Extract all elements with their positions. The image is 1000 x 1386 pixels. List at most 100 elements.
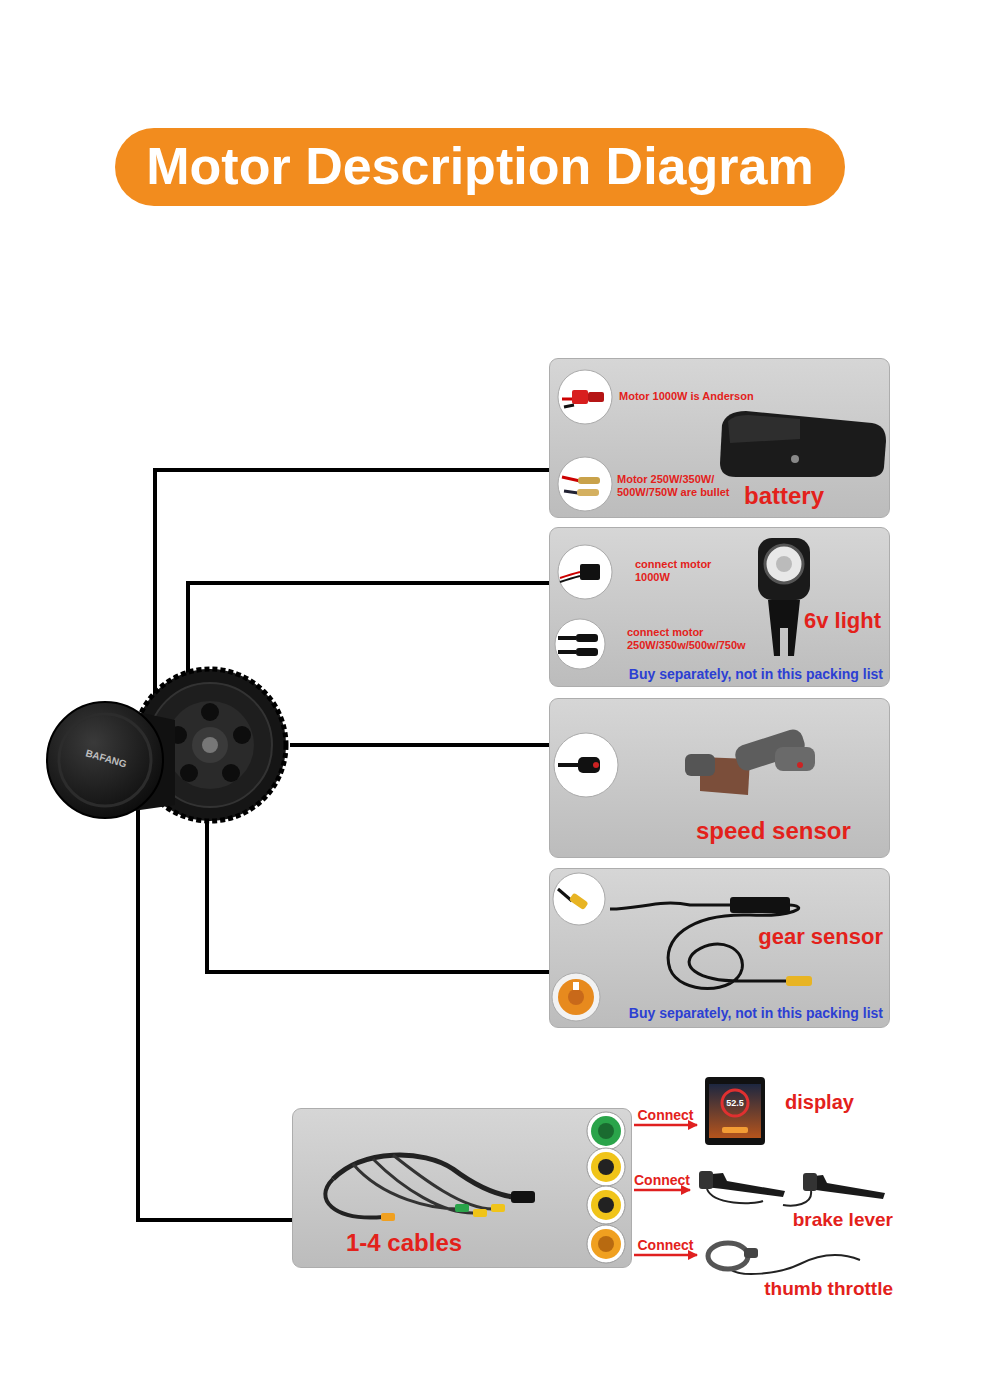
display-reading: 52.5 bbox=[726, 1098, 744, 1108]
art-shape bbox=[555, 619, 605, 669]
wire-line bbox=[290, 743, 549, 747]
connector-note: connect motor 1000W bbox=[635, 558, 719, 583]
art-shape bbox=[568, 989, 584, 1005]
art-shape bbox=[598, 1236, 614, 1252]
art-shape bbox=[192, 727, 228, 763]
art-shape bbox=[558, 979, 594, 1015]
art-shape bbox=[569, 893, 589, 911]
art-shape bbox=[564, 405, 574, 407]
art-shape bbox=[580, 564, 600, 580]
art-shape bbox=[578, 757, 600, 773]
art-shape bbox=[786, 976, 812, 986]
part-name: gear sensor bbox=[758, 924, 883, 949]
title-pill: Motor Description Diagram bbox=[115, 128, 845, 206]
art-shape bbox=[558, 545, 612, 599]
art-shape bbox=[201, 703, 219, 721]
art-shape bbox=[560, 576, 580, 582]
art-shape bbox=[765, 545, 803, 583]
art-shape bbox=[701, 1173, 785, 1197]
art-shape bbox=[776, 556, 792, 572]
connect-arrow bbox=[634, 1254, 697, 1257]
throttle-item: thumb throttle bbox=[700, 1238, 895, 1303]
art-shape bbox=[699, 1171, 713, 1189]
art-shape bbox=[591, 1190, 621, 1220]
battery-panel: Motor 1000W is AndersonMotor 250W/350W/ … bbox=[549, 358, 890, 518]
art-shape bbox=[511, 1191, 535, 1203]
part-name: thumb throttle bbox=[764, 1278, 893, 1300]
purchase-note: Buy separately, not in this packing list bbox=[629, 1005, 883, 1021]
cable-panel: 1-4 cables bbox=[292, 1108, 632, 1268]
wire-line bbox=[155, 470, 549, 665]
part-name: speed sensor bbox=[696, 817, 851, 845]
art-shape bbox=[572, 390, 588, 404]
edge-label: Connect bbox=[638, 1237, 694, 1253]
edge-label: Connect bbox=[638, 1107, 694, 1123]
art-shape bbox=[558, 457, 612, 511]
wire-line bbox=[188, 583, 549, 665]
art-shape bbox=[587, 1225, 625, 1263]
art-shape bbox=[591, 1152, 621, 1182]
art-shape bbox=[558, 889, 572, 901]
art-shape bbox=[577, 489, 599, 496]
part-name: 1-4 cables bbox=[346, 1229, 462, 1257]
art-shape bbox=[598, 1159, 614, 1175]
art-shape bbox=[797, 762, 803, 768]
art-shape bbox=[728, 415, 800, 443]
part-name: brake lever bbox=[793, 1209, 893, 1231]
art-shape bbox=[233, 726, 251, 744]
art-shape bbox=[59, 714, 151, 806]
art-shape bbox=[558, 638, 576, 652]
art-shape bbox=[381, 1213, 395, 1221]
art-shape bbox=[587, 1186, 625, 1224]
connect-arrow bbox=[634, 1189, 690, 1192]
connect-arrow bbox=[634, 1124, 697, 1127]
art-shape bbox=[558, 763, 578, 767]
art-shape bbox=[47, 702, 163, 818]
brake-lever-item: brake lever bbox=[693, 1165, 895, 1235]
art-shape bbox=[222, 764, 240, 782]
gear-sensor-panel: gear sensorBuy separately, not in this p… bbox=[549, 868, 890, 1028]
part-name: display bbox=[785, 1091, 854, 1114]
art-shape bbox=[768, 600, 800, 656]
art-shape bbox=[587, 1112, 625, 1150]
art-shape bbox=[591, 1116, 621, 1146]
art-shape bbox=[708, 1243, 748, 1269]
edge-label: Connect bbox=[634, 1172, 690, 1188]
purchase-note: Buy separately, not in this packing list bbox=[629, 666, 883, 682]
art-shape bbox=[562, 398, 572, 401]
art-shape bbox=[578, 477, 600, 484]
art-shape bbox=[598, 1123, 614, 1139]
connector-note: connect motor 250W/350w/500w/750w bbox=[627, 626, 751, 651]
cable-harness-art bbox=[293, 1109, 633, 1269]
art-shape bbox=[558, 370, 612, 424]
art-shape bbox=[758, 538, 810, 600]
title-text: Motor Description Diagram bbox=[146, 138, 813, 195]
art-shape bbox=[722, 1127, 748, 1133]
art-shape bbox=[588, 392, 604, 402]
art-shape bbox=[744, 1248, 758, 1258]
part-name: battery bbox=[744, 482, 824, 510]
display-item: display bbox=[700, 1075, 865, 1148]
art-shape bbox=[705, 1077, 765, 1145]
art-shape bbox=[593, 762, 599, 768]
art-shape bbox=[573, 982, 579, 990]
art-shape bbox=[552, 973, 600, 1021]
art-shape bbox=[576, 634, 598, 642]
connector-note: Motor 250W/350W/ 500W/750W are bullet bbox=[617, 473, 741, 498]
art-shape bbox=[775, 747, 815, 771]
art-shape bbox=[562, 477, 580, 481]
art-shape bbox=[564, 491, 578, 493]
motor-unit: BAFANG bbox=[45, 665, 290, 835]
art-shape bbox=[455, 1204, 469, 1212]
art-shape bbox=[598, 1197, 614, 1213]
connector-note: Motor 1000W is Anderson bbox=[619, 390, 754, 403]
art-shape bbox=[591, 1229, 621, 1259]
art-shape bbox=[491, 1204, 505, 1212]
wire-line bbox=[138, 835, 292, 1220]
art-shape bbox=[353, 1155, 493, 1213]
art-shape bbox=[730, 897, 790, 913]
art-shape bbox=[720, 411, 886, 477]
art-shape bbox=[180, 764, 198, 782]
art-shape bbox=[587, 1148, 625, 1186]
art-shape bbox=[202, 737, 218, 753]
